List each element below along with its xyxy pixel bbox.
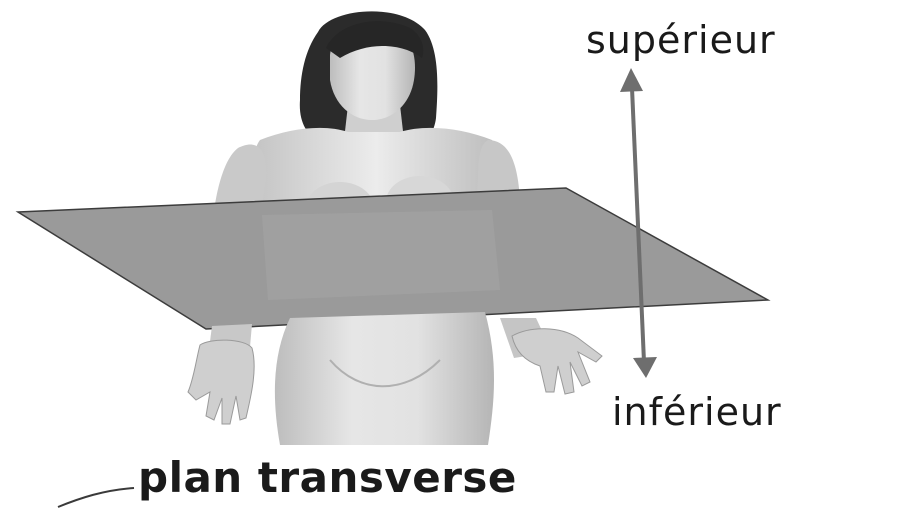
torso-through-plane [262, 210, 500, 300]
arrowhead-down-icon [633, 357, 657, 378]
human-figure-lower [188, 312, 602, 445]
inferior-label: inférieur [612, 390, 782, 434]
hand-left [188, 340, 254, 424]
hand-right [512, 329, 602, 394]
plane-name-label: plan transverse [138, 453, 517, 502]
label-leader-line [58, 488, 134, 507]
hips [275, 312, 494, 445]
arrowhead-up-icon [620, 68, 643, 92]
superior-label: supérieur [586, 18, 776, 62]
